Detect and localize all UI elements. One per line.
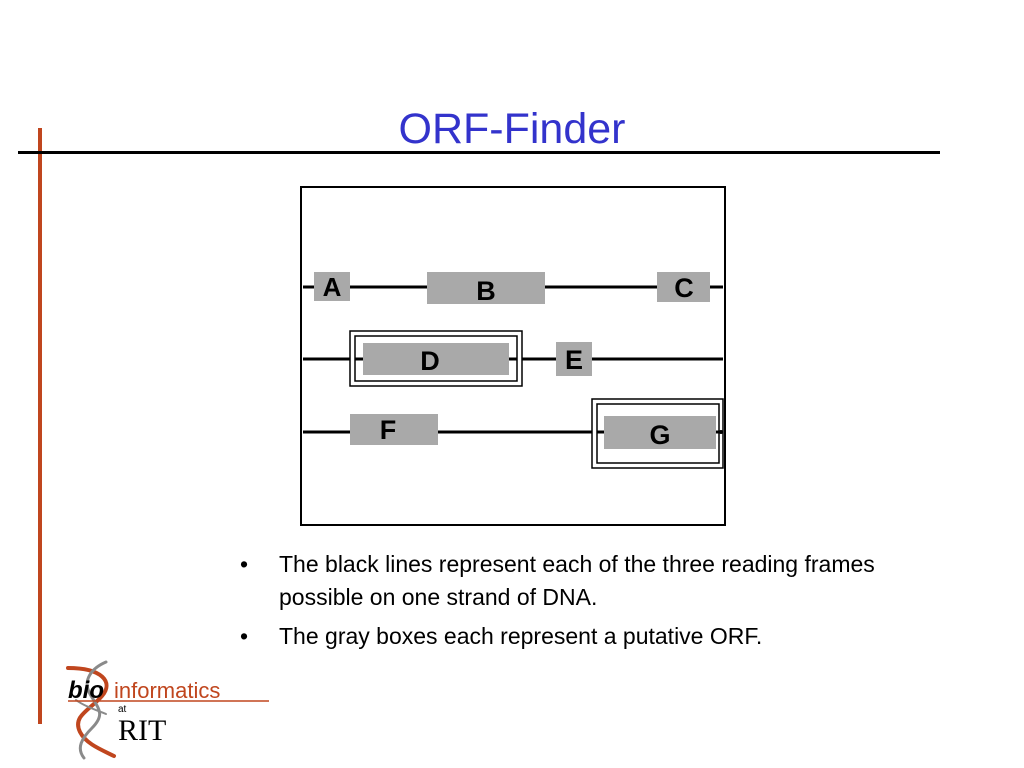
orf-label-e: E	[565, 345, 583, 375]
bioinformatics-rit-logo: bio informatics at RIT	[62, 660, 277, 760]
orf-box-f	[350, 414, 438, 445]
logo-informatics: informatics	[114, 678, 220, 703]
orf-box-b	[427, 272, 545, 304]
orf-label-c: C	[674, 273, 694, 303]
orf-label-f: F	[380, 415, 397, 445]
orf-box-e	[556, 342, 592, 376]
left-accent-line	[38, 128, 42, 724]
orf-box-d	[363, 343, 509, 375]
helix-strand-red	[66, 666, 116, 758]
orf-label-g: G	[649, 420, 670, 450]
orf-label-a: A	[323, 272, 342, 302]
bullet-list: • The black lines represent each of the …	[240, 548, 900, 659]
orf-box-g	[604, 416, 716, 449]
logo-rit: RIT	[118, 714, 166, 747]
bullet-text-1: The black lines represent each of the th…	[279, 551, 875, 610]
orf-label-b: B	[476, 276, 496, 306]
slide-title: ORF-Finder	[398, 105, 626, 153]
title-underline	[18, 151, 940, 154]
orf-box-a	[314, 272, 350, 301]
orf-label-d: D	[420, 346, 440, 376]
logo-at: at	[118, 704, 127, 715]
logo-bio: bio	[68, 677, 104, 704]
orf-diagram: A B C D E F G	[300, 186, 726, 526]
bullet-marker-2: •	[240, 623, 249, 649]
frame-end-dot	[719, 430, 723, 434]
bullet-marker-1: •	[240, 551, 249, 577]
bullet-text-2: The gray boxes each represent a putative…	[279, 623, 763, 649]
bullet-item-1: • The black lines represent each of the …	[240, 548, 900, 614]
bullet-item-2: • The gray boxes each represent a putati…	[240, 620, 900, 653]
orf-box-c	[657, 272, 710, 302]
